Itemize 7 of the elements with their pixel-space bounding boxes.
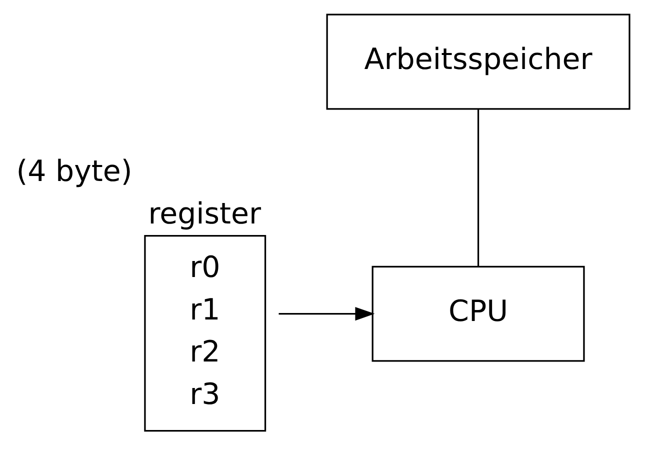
arrow bbox=[278, 306, 375, 321]
node-box: Arbeitsspeicher bbox=[326, 14, 630, 110]
node-label: register bbox=[148, 196, 262, 230]
node-box: CPU bbox=[372, 266, 585, 362]
node-label: (4 byte) bbox=[16, 154, 132, 188]
node-box: r0 r1 r2 r3 bbox=[144, 234, 266, 432]
connector bbox=[477, 109, 480, 266]
